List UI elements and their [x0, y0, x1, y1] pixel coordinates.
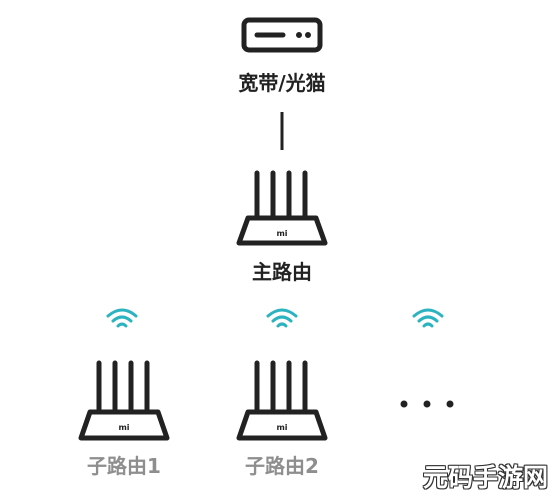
sub-router-2-icon [236, 360, 328, 441]
sub-router-1-icon [78, 360, 170, 441]
main-router-icon [236, 170, 328, 246]
wifi-icon [412, 308, 444, 328]
sub-router-1-label: 子路由1 [87, 454, 161, 478]
router-logo: mi [276, 423, 287, 432]
ellipsis-icon [400, 400, 454, 408]
sub-router-2-label: 子路由2 [245, 454, 319, 478]
router-logo: mi [276, 229, 287, 238]
main-router-label: 主路由 [252, 260, 312, 284]
modem-icon [241, 17, 323, 53]
router-logo: mi [118, 423, 129, 432]
watermark-text: 元码手游网 [422, 463, 548, 492]
modem-label: 宽带/光猫 [238, 71, 326, 95]
wifi-icon [266, 308, 298, 328]
wifi-icon [106, 308, 138, 328]
